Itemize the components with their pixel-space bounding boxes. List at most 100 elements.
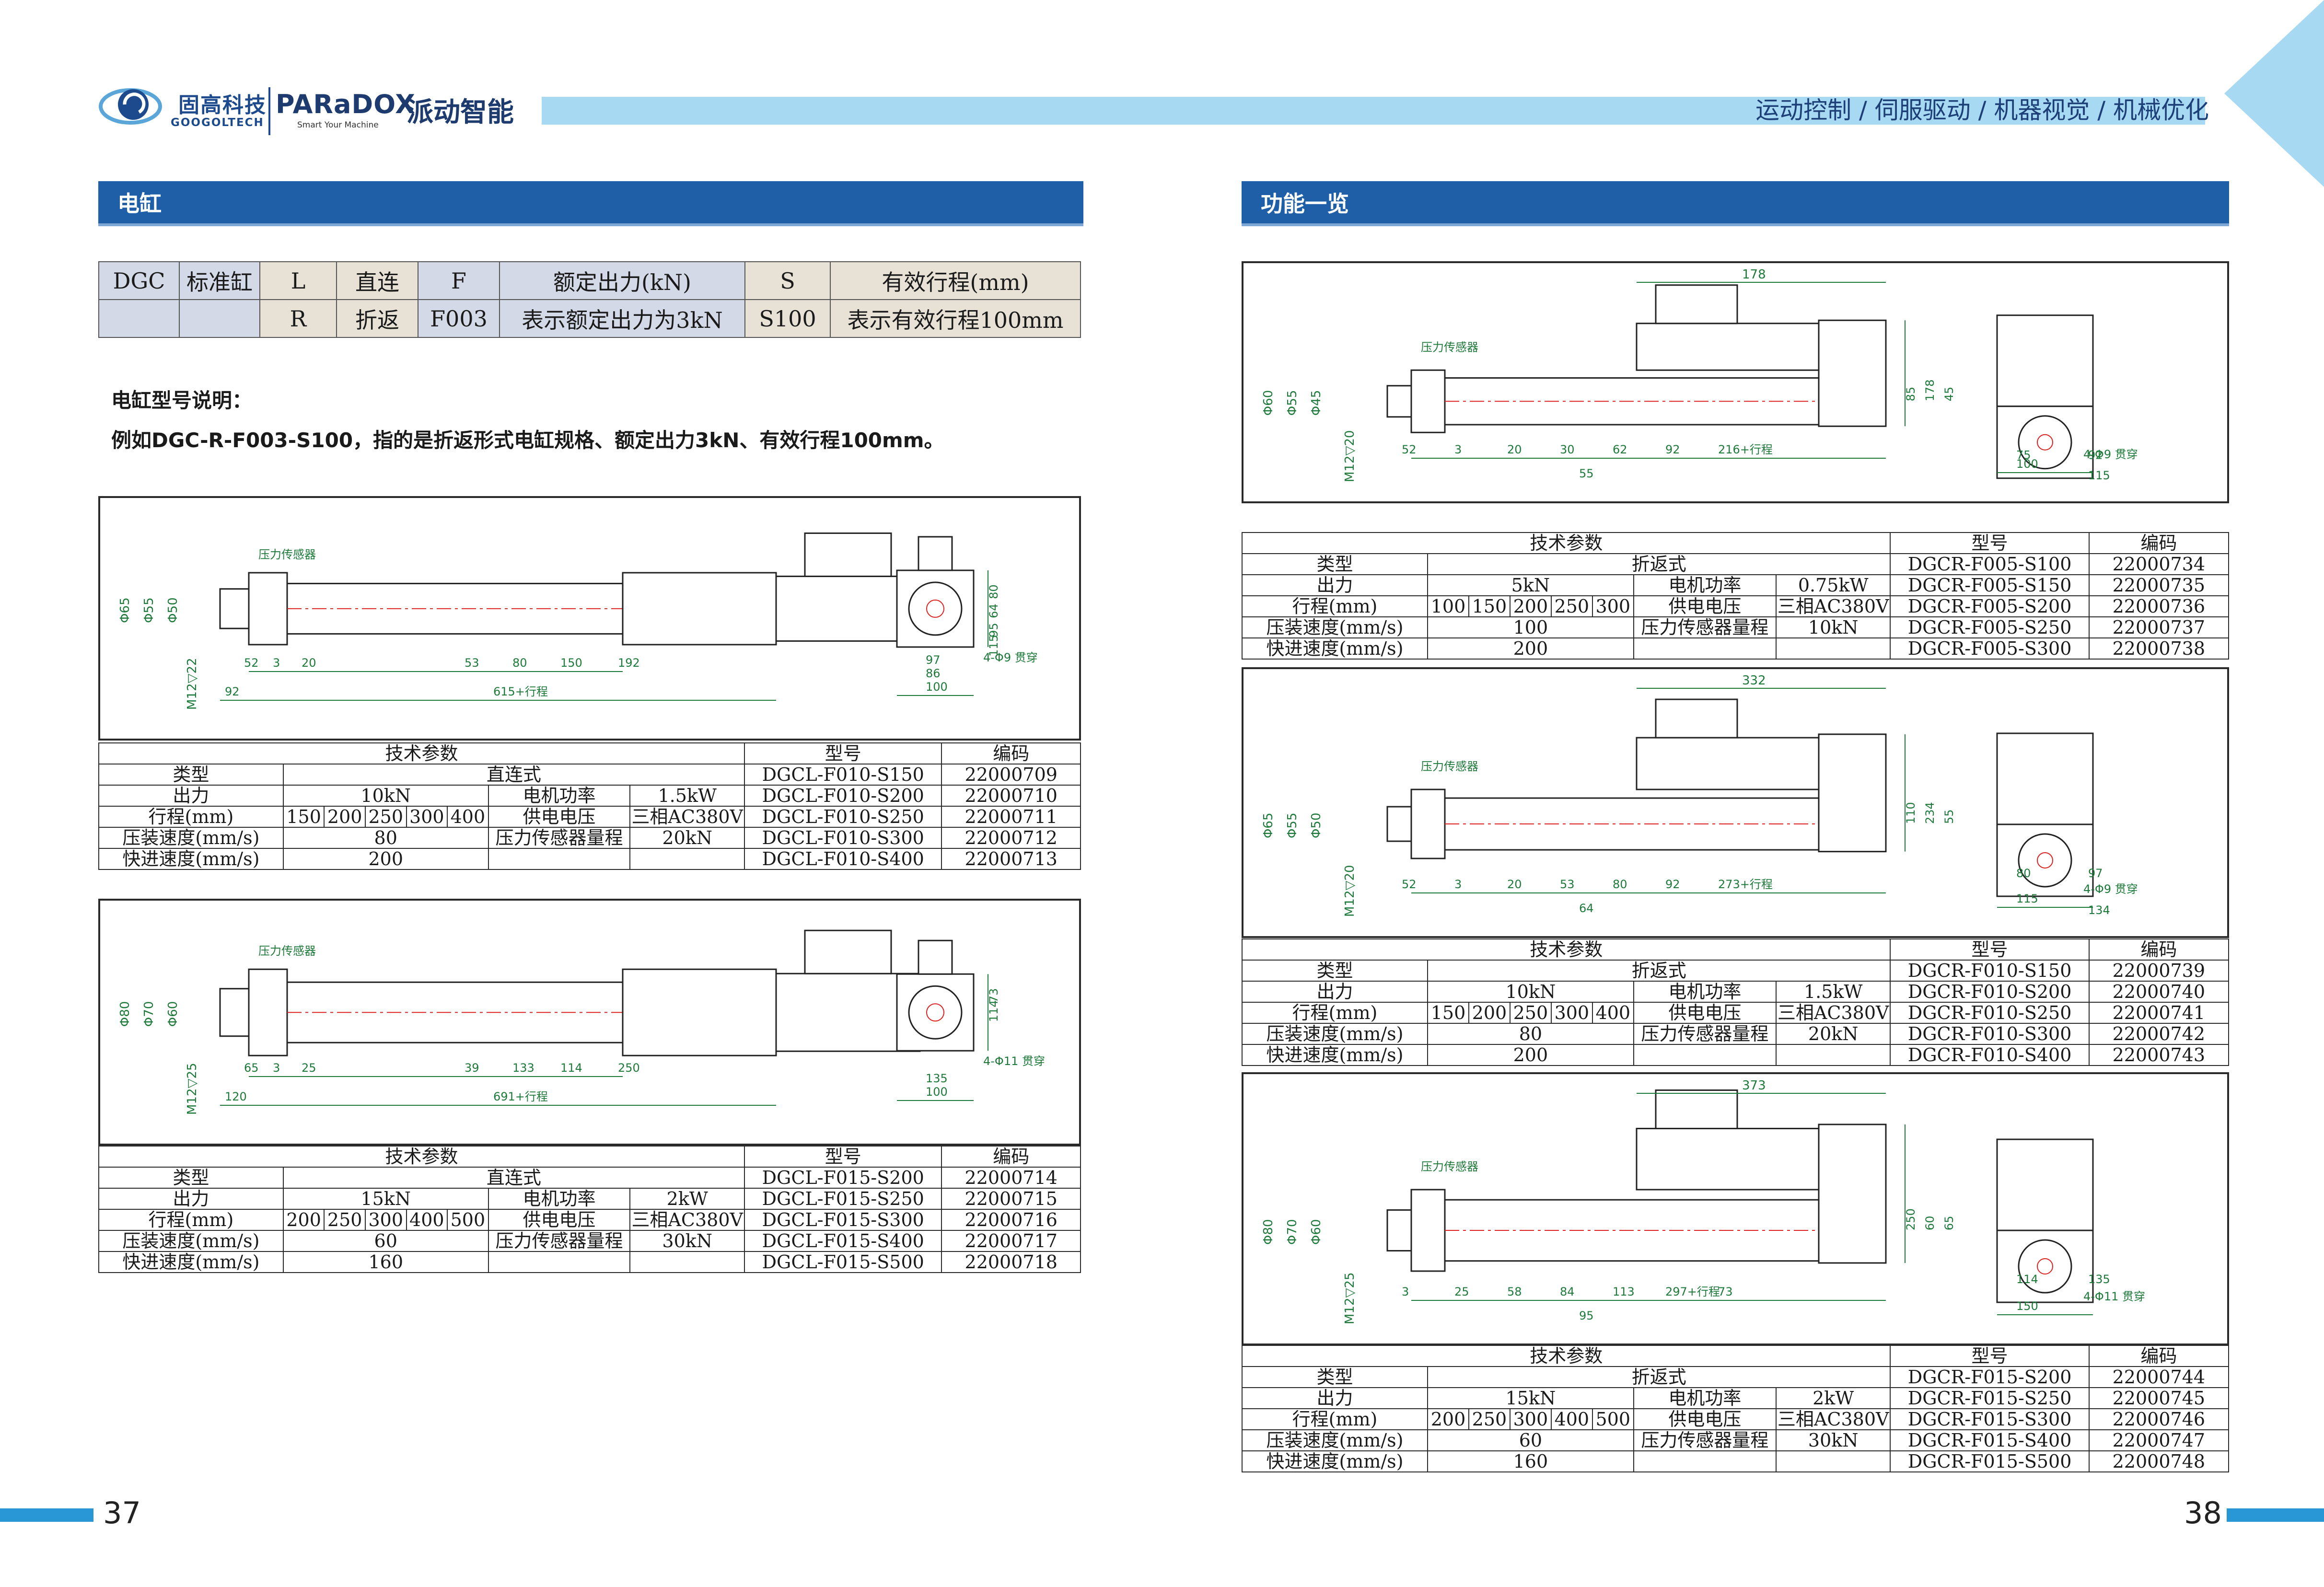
motor-connector-shape: [1655, 1089, 1738, 1129]
dimension-label: 80: [987, 584, 1000, 599]
dimension-label: 55: [1579, 467, 1594, 480]
spec-cell: 快进速度(mm/s): [1241, 1450, 1429, 1472]
dimension-label: 150: [560, 656, 582, 670]
dimension-label: 55: [1942, 810, 1956, 824]
dimension-label: 60: [1923, 1216, 1937, 1230]
dimension-label: 85: [1904, 387, 1917, 402]
spec-cell: 类型: [1241, 960, 1429, 982]
spec-cell: 200: [1427, 1044, 1634, 1066]
header-corner-decoration: [2224, 0, 2324, 187]
spec-cell: 三相AC380V: [1775, 1408, 1891, 1430]
sensor-callout: 压力传感器: [1421, 760, 1478, 773]
spec-cell: 快进速度(mm/s): [1241, 637, 1429, 660]
page-bar-right: [2227, 1508, 2324, 1522]
dimension-label: 192: [618, 656, 640, 670]
spec-cell: 电机功率: [488, 1188, 631, 1210]
model-code-row: DGC 标准缸 L 直连 F 额定出力(kN) S 有效行程(mm): [98, 261, 1081, 300]
dimension-label: 297+行程: [1665, 1285, 1720, 1298]
code-cell: 22000745: [2088, 1387, 2230, 1409]
hole-label: 4-Φ9 贯穿: [2083, 882, 2138, 896]
spec-cell: 压力传感器量程: [1633, 1429, 1777, 1451]
dimension-label: 135: [2088, 1273, 2110, 1286]
code-cell: 22000718: [941, 1251, 1081, 1273]
diameter-label: Φ70: [142, 1001, 156, 1027]
servo-motor-shape: [775, 575, 921, 642]
spec-cell: [488, 848, 631, 870]
model-cell: DGCR-F005-S250: [1890, 616, 2090, 638]
spec-cell: 出力: [98, 785, 284, 807]
spec-cell: 类型: [1241, 553, 1429, 575]
code-cell: 22000710: [941, 785, 1081, 807]
code-cell: 标准缸: [179, 261, 260, 300]
spec-cell: 30kN: [629, 1230, 745, 1252]
rod-end-shape: [1386, 1209, 1412, 1251]
hole-label: 4-Φ9 贯穿: [2083, 448, 2138, 461]
dimension-label: 53: [1560, 878, 1575, 891]
spec-cell: 压装速度(mm/s): [1241, 1429, 1429, 1451]
code-cell: 22000709: [941, 764, 1081, 786]
googoltech-logo-icon: [99, 88, 162, 125]
sensor-housing-shape: [622, 968, 777, 1056]
spec-cell: 压装速度(mm/s): [98, 827, 284, 849]
spec-cell: [629, 1251, 745, 1273]
end-view-flange: [1996, 823, 2094, 897]
code-cell: S100: [744, 299, 831, 338]
code-cell: 22000741: [2088, 1002, 2230, 1024]
thread-label: M12▽20: [1343, 430, 1357, 482]
spec-cell: 300: [364, 1209, 407, 1231]
dimension-label: 53: [465, 656, 479, 670]
paradox-slogan: Smart Your Machine: [297, 120, 379, 130]
sensor-callout: 压力传感器: [258, 548, 316, 561]
spec-row: 技术参数型号编码: [1241, 532, 2230, 554]
dimension-label: 150: [2016, 1299, 2038, 1313]
dimension-label: 86: [926, 667, 941, 680]
dimension-label: 80: [2016, 867, 2031, 880]
code-cell: 折返: [336, 299, 418, 338]
page-number-left: 37: [103, 1495, 141, 1530]
dimension-label: 3: [1454, 443, 1462, 456]
spec-cell: 快进速度(mm/s): [98, 1251, 284, 1273]
code-cell: S: [744, 261, 831, 300]
spec-cell: 直连式: [282, 1167, 745, 1189]
dimension-label: 234: [1923, 802, 1937, 824]
dimension-label: 20: [1507, 443, 1522, 456]
spec-cell: 200: [282, 848, 489, 870]
dimension-label: 30: [1560, 443, 1575, 456]
code-cell: 22000736: [2088, 595, 2230, 617]
code-cell: 直连: [336, 261, 418, 300]
code-cell: 22000735: [2088, 574, 2230, 596]
dimension-label: 114: [560, 1061, 582, 1075]
dimension-label: 80: [512, 656, 527, 670]
spec-row: 技术参数型号编码: [98, 742, 1081, 765]
spec-cell: 折返式: [1427, 1366, 1891, 1388]
dimension-label: 615+行程: [493, 685, 548, 698]
logo-divider: [268, 87, 270, 135]
spec-cell: 折返式: [1427, 960, 1891, 982]
belt-housing-shape: [1818, 733, 1887, 853]
spec-cell: 行程(mm): [1241, 1408, 1429, 1430]
spec-cell: 80: [1427, 1023, 1634, 1045]
diameter-label: Φ50: [166, 597, 180, 623]
model-cell: DGCL-F015-S250: [744, 1188, 942, 1210]
dimension-label: 64: [987, 603, 1000, 618]
rod-end-shape: [219, 988, 250, 1037]
code-cell: 22000734: [2088, 553, 2230, 575]
model-cell: DGCL-F015-S300: [744, 1209, 942, 1231]
dimension-label: 216+行程: [1718, 443, 1773, 456]
spec-cell: 100: [1427, 616, 1634, 638]
